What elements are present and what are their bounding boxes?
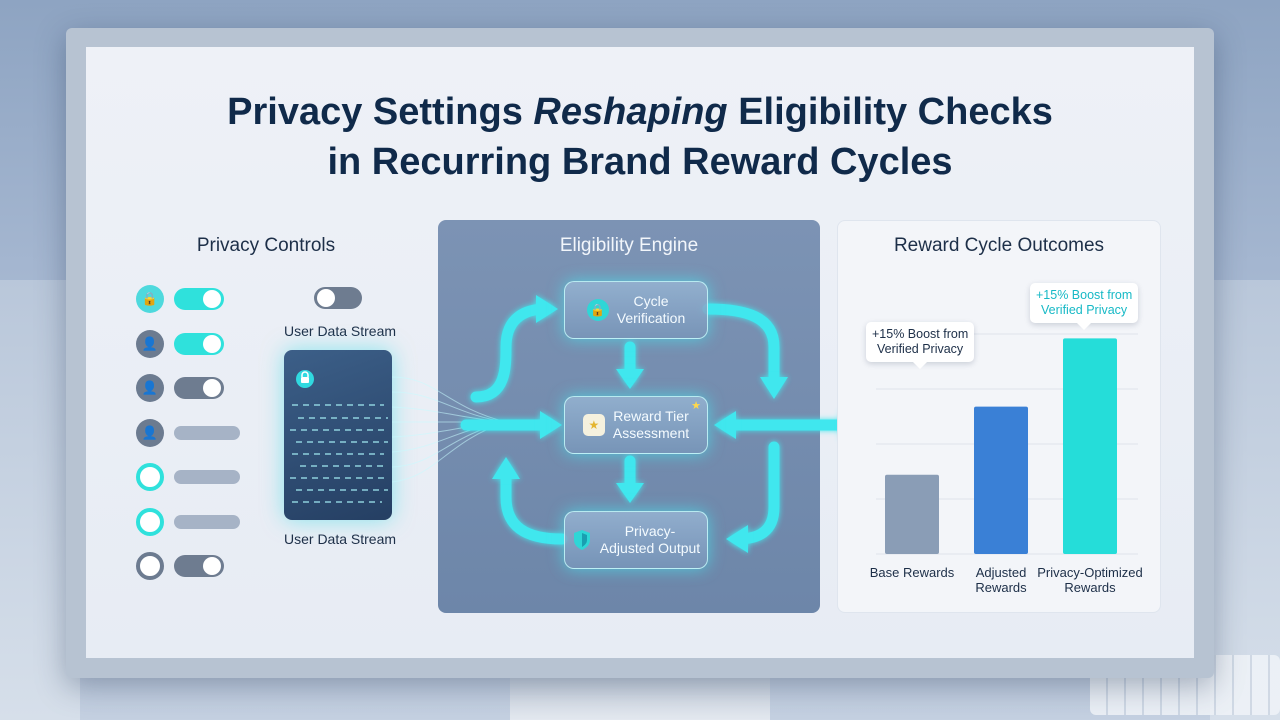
radio-ring-icon[interactable] — [136, 463, 164, 491]
privacy-control-row: 👤 — [136, 374, 246, 402]
radio-ring-icon[interactable] — [136, 507, 164, 536]
privacy-control-row — [136, 552, 246, 580]
bar-base-rewards — [885, 474, 939, 554]
flow-top-right — [702, 303, 780, 383]
category-label: Base Rewards — [852, 565, 972, 580]
eligibility-engine-heading: Eligibility Engine — [559, 235, 699, 256]
user-icon[interactable]: 👤 — [136, 329, 164, 358]
toggle-knob — [317, 289, 335, 307]
privacy-toggle[interactable] — [174, 332, 224, 355]
callout-adjusted-line-2: Verified Privacy — [877, 342, 964, 356]
cycle-line-2: Verification — [616, 310, 686, 326]
privacy-control-row: 👤 — [136, 418, 246, 447]
background-wall-right — [1210, 280, 1280, 720]
monitor-screen: Privacy Settings Reshaping Eligibility C… — [86, 47, 1194, 658]
placeholder-bar — [174, 425, 240, 440]
arrowhead-top-right — [760, 377, 788, 399]
callout-optimized-line-2: Verified Privacy — [1041, 303, 1128, 317]
category-label-line: Rewards — [975, 580, 1027, 595]
placeholder-bar — [174, 470, 240, 484]
monitor-stand — [510, 672, 770, 720]
callout-optimized-line-1: +15% Boost from — [1036, 288, 1133, 302]
privacy-toggle[interactable] — [174, 555, 224, 577]
privacy-control-row — [136, 507, 246, 536]
placeholder-bar — [174, 514, 240, 529]
output-line-1: Privacy- — [624, 523, 676, 539]
arrowhead-bottom-left — [492, 457, 520, 479]
page-title: Privacy Settings Reshaping Eligibility C… — [86, 87, 1194, 187]
flow-arrows — [391, 295, 862, 553]
tier-line-1: Reward Tier — [613, 408, 689, 424]
callout-adjusted-boost: +15% Boost from Verified Privacy — [866, 322, 975, 369]
privacy-adjusted-output-node[interactable]: Privacy- Adjusted Output — [564, 511, 708, 569]
lock-icon[interactable]: 🔒 — [136, 285, 164, 313]
data-stream-lines — [290, 370, 388, 503]
arrowhead-left-double — [714, 411, 736, 439]
stream-label-top: User Data Stream — [284, 323, 397, 339]
stream-lock-body — [301, 377, 309, 383]
flow-bottom-left — [500, 466, 568, 545]
privacy-controls-heading: Privacy Controls — [196, 235, 336, 256]
arrowhead-middle — [540, 411, 562, 439]
privacy-control-row: 🔒 — [136, 285, 246, 313]
privacy-toggle[interactable] — [174, 288, 224, 310]
cycle-verification-label: Cycle Verification — [617, 293, 685, 327]
user-icon[interactable]: 👤 — [136, 418, 164, 447]
callout-adjusted-line-1: +15% Boost from — [872, 327, 969, 341]
bar-privacy-optimized-rewards — [1063, 338, 1117, 554]
privacy-adjusted-output-label: Privacy- Adjusted Output — [600, 523, 700, 557]
title-part-after: Eligibility Checks — [727, 91, 1053, 133]
sparkle-star-icon: ★ — [691, 400, 701, 412]
arrowhead-top-left — [536, 295, 558, 323]
user-data-stream-panel — [284, 350, 392, 520]
privacy-control-row — [136, 463, 246, 491]
category-label-line: Rewards — [1064, 580, 1116, 595]
category-label-line: Privacy-Optimized — [1037, 565, 1143, 580]
title-part-before: Privacy Settings — [227, 91, 534, 133]
category-label-line: Base Rewards — [869, 565, 955, 580]
privacy-control-row: 👤 — [136, 329, 246, 358]
reward-tier-node[interactable]: ★ Reward Tier Assessment ★ — [564, 396, 708, 454]
lock-icon: 🔒 — [586, 299, 609, 321]
title-line-2: in Recurring Brand Reward Cycles — [327, 141, 953, 183]
cycle-line-1: Cycle — [633, 293, 669, 309]
tier-line-2: Assessment — [612, 425, 690, 441]
toggle-knob — [203, 557, 221, 575]
title-emphasis: Reshaping — [533, 91, 728, 133]
flow-top-left — [470, 303, 552, 403]
arrowhead-down-1 — [616, 369, 644, 389]
bar-adjusted-rewards — [974, 406, 1028, 554]
star-icon: ★ — [582, 414, 605, 436]
reward-cycle-outcomes-heading: Reward Cycle Outcomes — [893, 235, 1105, 256]
user-data-stream-toggle[interactable] — [314, 287, 362, 309]
stream-dashes — [290, 404, 388, 503]
stream-lock-shackle — [301, 371, 309, 377]
output-line-2: Adjusted Output — [599, 540, 701, 556]
radio-ring-icon[interactable] — [136, 552, 164, 580]
shield-icon — [573, 530, 590, 550]
arrowhead-bottom-right — [726, 525, 748, 553]
cycle-verification-node[interactable]: 🔒 Cycle Verification — [564, 281, 708, 339]
privacy-toggle[interactable] — [174, 377, 224, 399]
toggle-knob — [203, 334, 221, 353]
user-icon[interactable]: 👤 — [136, 374, 164, 402]
callout-optimized-boost: +15% Boost from Verified Privacy — [1030, 283, 1139, 330]
toggle-knob — [203, 379, 221, 397]
toggle-knob — [203, 290, 221, 308]
category-label-line: Adjusted — [975, 565, 1027, 580]
reward-outcomes-chart — [876, 333, 1138, 555]
title-line-1: Privacy Settings Reshaping Eligibility C… — [86, 87, 1194, 137]
arrowhead-down-2 — [616, 483, 644, 503]
reward-tier-label: Reward Tier Assessment — [613, 408, 689, 442]
stream-label-bottom: User Data Stream — [284, 531, 397, 547]
